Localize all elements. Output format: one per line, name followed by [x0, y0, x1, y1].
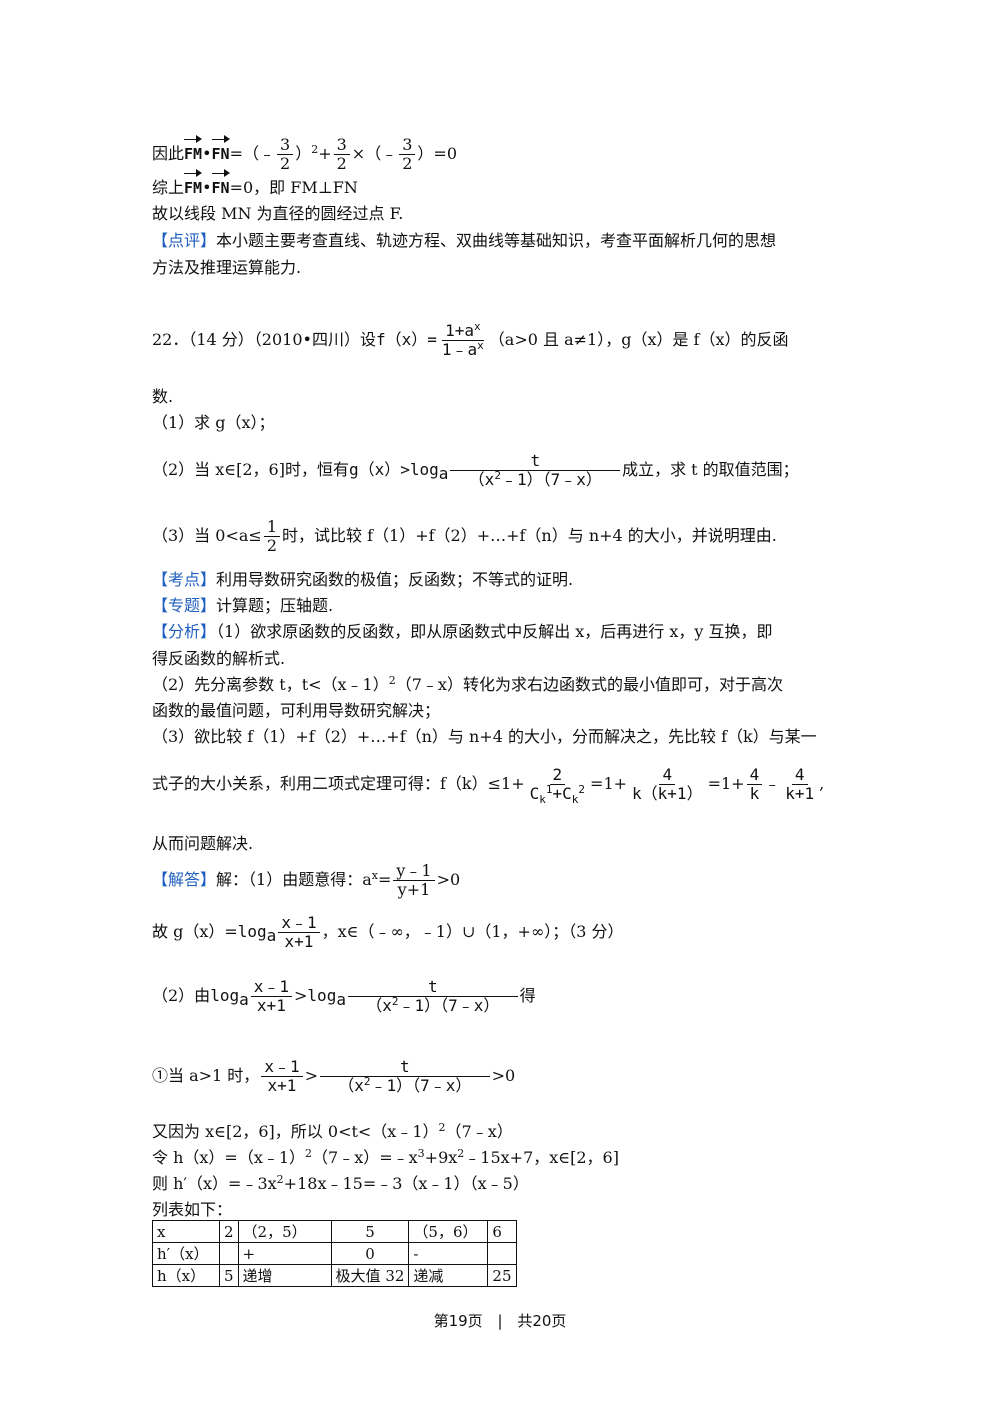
table-cell: 5 [330, 1220, 410, 1243]
fraction: t（x2﹣1）（7﹣x） [450, 452, 621, 489]
page-footer: 第19页 | 共20页 [0, 1310, 1000, 1331]
analysis-line-4: 函数的最值问题，可利用导数研究解决； [152, 701, 441, 720]
footer-separator: | [497, 1312, 503, 1330]
analysis-line-1: 【分析】（1）欲求原函数的反函数，即从原函数式中反解出 x，后再进行 x，y 互… [152, 622, 773, 641]
table-cell: （2，5） [237, 1220, 332, 1243]
comment-line-1: 【点评】本小题主要考查直线、轨迹方程、双曲线等基础知识，考查平面解析几何的思想 [152, 231, 777, 250]
table-cell: - [408, 1242, 489, 1265]
table-cell: h′（x） [152, 1242, 220, 1265]
table-cell: + [237, 1242, 332, 1265]
table-cell: x [152, 1220, 220, 1243]
comment-line-2: 方法及推理运算能力. [152, 258, 302, 277]
vector-fm: FM [184, 135, 203, 166]
table-cell: 递增 [237, 1264, 332, 1287]
circle-conclusion: 故以线段 MN 为直径的圆经过点 F. [152, 204, 404, 223]
vector-fn: FN [211, 169, 230, 200]
analysis-line-3: （2）先分离参数 t，t<（x﹣1）2（7﹣x）转化为求右边函数式的最小值即可，… [152, 674, 783, 694]
solution-range: 又因为 x∈[2，6]，所以 0<t<（x﹣1）2（7﹣x） [152, 1121, 513, 1141]
table-cell [219, 1242, 239, 1265]
key-point: 【考点】利用导数研究函数的极值；反函数；不等式的证明. [152, 570, 574, 589]
table-cell: 0 [330, 1242, 410, 1265]
table-cell: 6 [487, 1220, 517, 1243]
solution-h-definition: 令 h（x）=（x﹣1）2（7﹣x）=﹣x3+9x2﹣15x+7，x∈[2，6] [152, 1147, 619, 1167]
subquestion-1: （1）求 g（x）； [152, 413, 275, 432]
fraction: t（x2﹣1）（7﹣x） [347, 978, 518, 1015]
analysis-conclusion: 从而问题解决. [152, 834, 254, 853]
page-number: 第19页 [433, 1312, 483, 1330]
topic: 【专题】计算题；压轴题. [152, 596, 334, 615]
total-pages: 共20页 [517, 1312, 567, 1330]
table-cell [487, 1242, 517, 1265]
vector-fm: FM [184, 169, 203, 200]
text: 因此 [152, 144, 185, 163]
table-row: h′（x） +0- [152, 1242, 517, 1265]
text: =（﹣ [229, 144, 275, 163]
table-intro: 列表如下： [152, 1200, 233, 1219]
table-cell: （5，6） [408, 1220, 489, 1243]
solution-h-derivative: 则 h′（x）=﹣3x2+18x﹣15=﹣3（x﹣1）（x﹣5） [152, 1173, 529, 1193]
table-cell: 极大值 32 [330, 1264, 410, 1287]
question-22-line-2: 数. [152, 387, 174, 406]
table-cell: 递减 [408, 1264, 489, 1287]
table-cell: 5 [219, 1264, 239, 1287]
conclusion-line: 综上FM•FN=0，即 FM⊥FN [152, 169, 358, 200]
table-cell: 2 [219, 1220, 239, 1243]
table-cell: h（x） [152, 1264, 220, 1287]
analysis-line-5: （3）欲比较 f（1）+f（2）+…+f（n）与 n+4 的大小，分而解决之，先… [152, 727, 817, 746]
table-cell: 25 [487, 1264, 517, 1287]
comment-tag: 【点评】 [152, 231, 217, 250]
analysis-line-2: 得反函数的解析式. [152, 649, 286, 668]
fraction: t（x2﹣1）（7﹣x） [320, 1058, 490, 1095]
vector-fn: FN [211, 135, 230, 166]
